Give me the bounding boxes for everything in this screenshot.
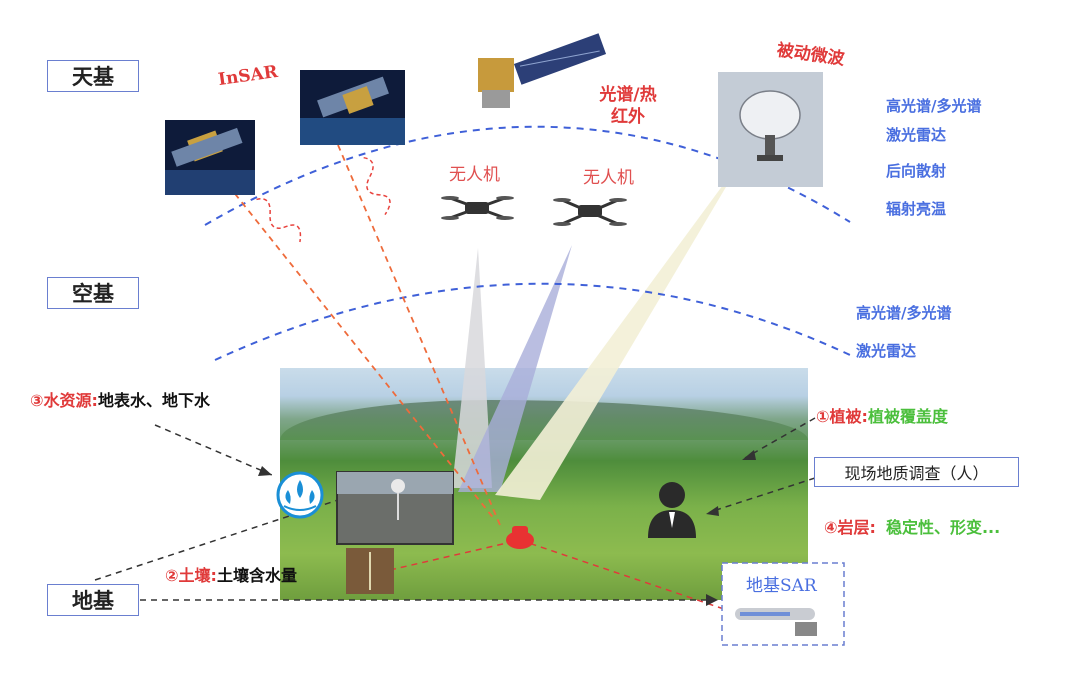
rock-item: ④岩层: 稳定性、形变... — [824, 514, 1000, 538]
ground-sar-label: 地基SAR — [746, 576, 817, 596]
vegetation-desc: 植被覆盖度 — [867, 407, 948, 426]
insar-satellite-1 — [165, 120, 255, 195]
uav-1-drone — [441, 196, 514, 220]
insar-satellite-2 — [300, 70, 405, 145]
soil-desc: 土壤含水量 — [216, 566, 297, 585]
person-icon — [648, 482, 696, 538]
vegetation-item: ①植被:植被覆盖度 — [816, 403, 948, 427]
uav-2-label: 无人机 — [583, 168, 634, 188]
ground-sar-device — [721, 562, 845, 646]
insar-line-1 — [227, 184, 496, 521]
insar-line-2 — [337, 144, 501, 526]
tier-space-box: 天基 — [47, 60, 139, 92]
air-list-item-1: 高光谱/多光谱 — [856, 304, 952, 322]
space-list-item-3: 后向散射 — [886, 162, 947, 180]
soil-title: ②土壤: — [165, 566, 217, 585]
spectral-label-text: 光谱/热红外 — [599, 85, 657, 127]
air-arc — [214, 282, 851, 361]
survey-label: 现场地质调查（人） — [844, 464, 989, 483]
uav-2-drone — [553, 198, 627, 226]
veg-arrow — [744, 417, 816, 459]
survey-box: 现场地质调查（人） — [814, 457, 1019, 487]
water-title: ③水资源: — [30, 391, 98, 410]
uav2-beam — [458, 245, 572, 492]
water-desc: 地表水、地下水 — [97, 391, 210, 410]
tier-air-box: 空基 — [47, 277, 139, 309]
soil-item: ②土壤:土壤含水量 — [165, 562, 297, 586]
insar-wave-2 — [363, 156, 391, 216]
rock-desc: 稳定性、形变... — [885, 518, 1001, 537]
air-list-item-2: 激光雷达 — [856, 342, 917, 360]
gsar-line-1 — [389, 539, 521, 571]
tier-space-label: 天基 — [72, 65, 114, 89]
water-icon — [276, 471, 324, 519]
microwave-radiometer — [718, 72, 823, 187]
vegetation-title: ①植被: — [816, 407, 868, 426]
space-arc — [204, 125, 851, 226]
soil-photo-2 — [346, 548, 394, 594]
spectral-label: 光谱/热红外 — [598, 84, 658, 128]
tier-ground-box: 地基 — [47, 584, 139, 616]
space-list-item-4: 辐射亮温 — [886, 200, 947, 218]
microwave-beam — [495, 155, 745, 500]
insar-wave-1 — [256, 198, 302, 243]
optical-satellite — [478, 33, 607, 108]
uav-1-label: 无人机 — [449, 165, 500, 185]
tier-ground-label: 地基 — [72, 589, 114, 613]
water-arrow — [154, 424, 273, 476]
ground-sensor-marker — [506, 526, 534, 549]
soil-photo-1 — [336, 471, 454, 545]
gsar-line-2 — [519, 539, 781, 629]
space-list-item-2: 激光雷达 — [886, 126, 947, 144]
tier-air-label: 空基 — [72, 282, 114, 306]
space-list-item-1: 高光谱/多光谱 — [886, 97, 982, 115]
uav1-beam — [452, 248, 492, 488]
water-item: ③水资源:地表水、地下水 — [30, 387, 210, 411]
survey-arrow — [709, 477, 816, 513]
rock-title: ④岩层: — [824, 518, 876, 537]
